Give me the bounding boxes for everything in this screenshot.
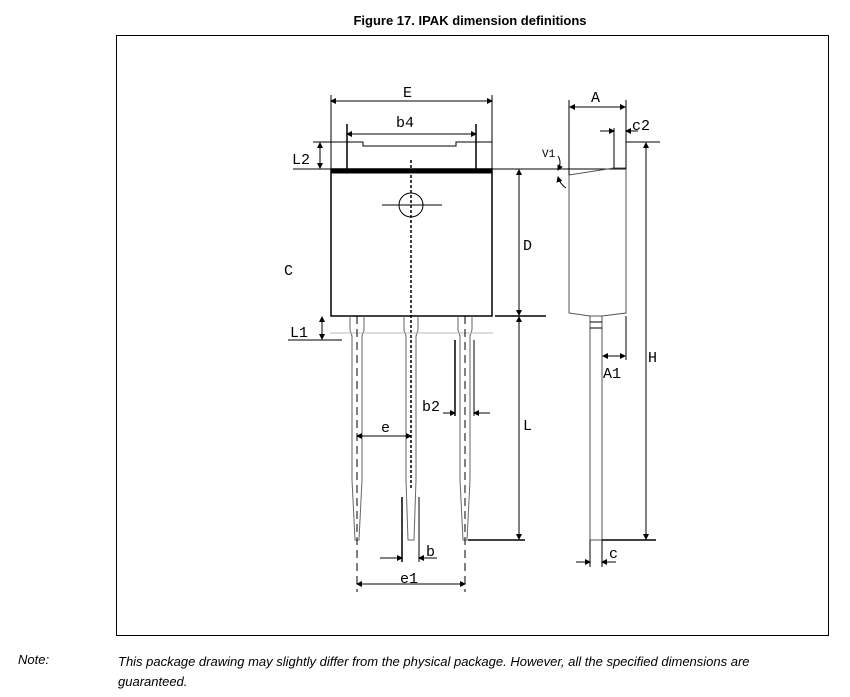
dim-label-L1: L1 xyxy=(290,325,308,342)
dim-label-H: H xyxy=(648,350,657,367)
note-text: This package drawing may slightly differ… xyxy=(118,654,750,689)
figure-title: Figure 17. IPAK dimension definitions xyxy=(353,13,587,28)
dim-label-A1: A1 xyxy=(603,366,621,383)
drawing-frame xyxy=(116,35,829,636)
dim-label-C: C xyxy=(284,263,293,280)
dim-label-V1: V1 xyxy=(542,149,556,161)
dim-label-c: c xyxy=(609,546,618,563)
dim-label-E: E xyxy=(403,85,412,102)
dim-label-D: D xyxy=(523,238,532,255)
dim-label-A: A xyxy=(591,90,600,107)
dim-label-b2: b2 xyxy=(422,399,440,416)
note-label: Note: xyxy=(18,652,50,667)
package-body-side xyxy=(568,142,627,541)
dim-label-b4: b4 xyxy=(396,115,414,132)
dim-label-b: b xyxy=(426,544,435,561)
dim-label-c2: c2 xyxy=(632,118,650,135)
dim-label-e: e xyxy=(381,420,390,437)
dim-label-L: L xyxy=(523,418,532,435)
leads xyxy=(330,316,493,541)
dim-label-L2: L2 xyxy=(292,152,310,169)
dim-label-e1: e1 xyxy=(400,571,418,588)
